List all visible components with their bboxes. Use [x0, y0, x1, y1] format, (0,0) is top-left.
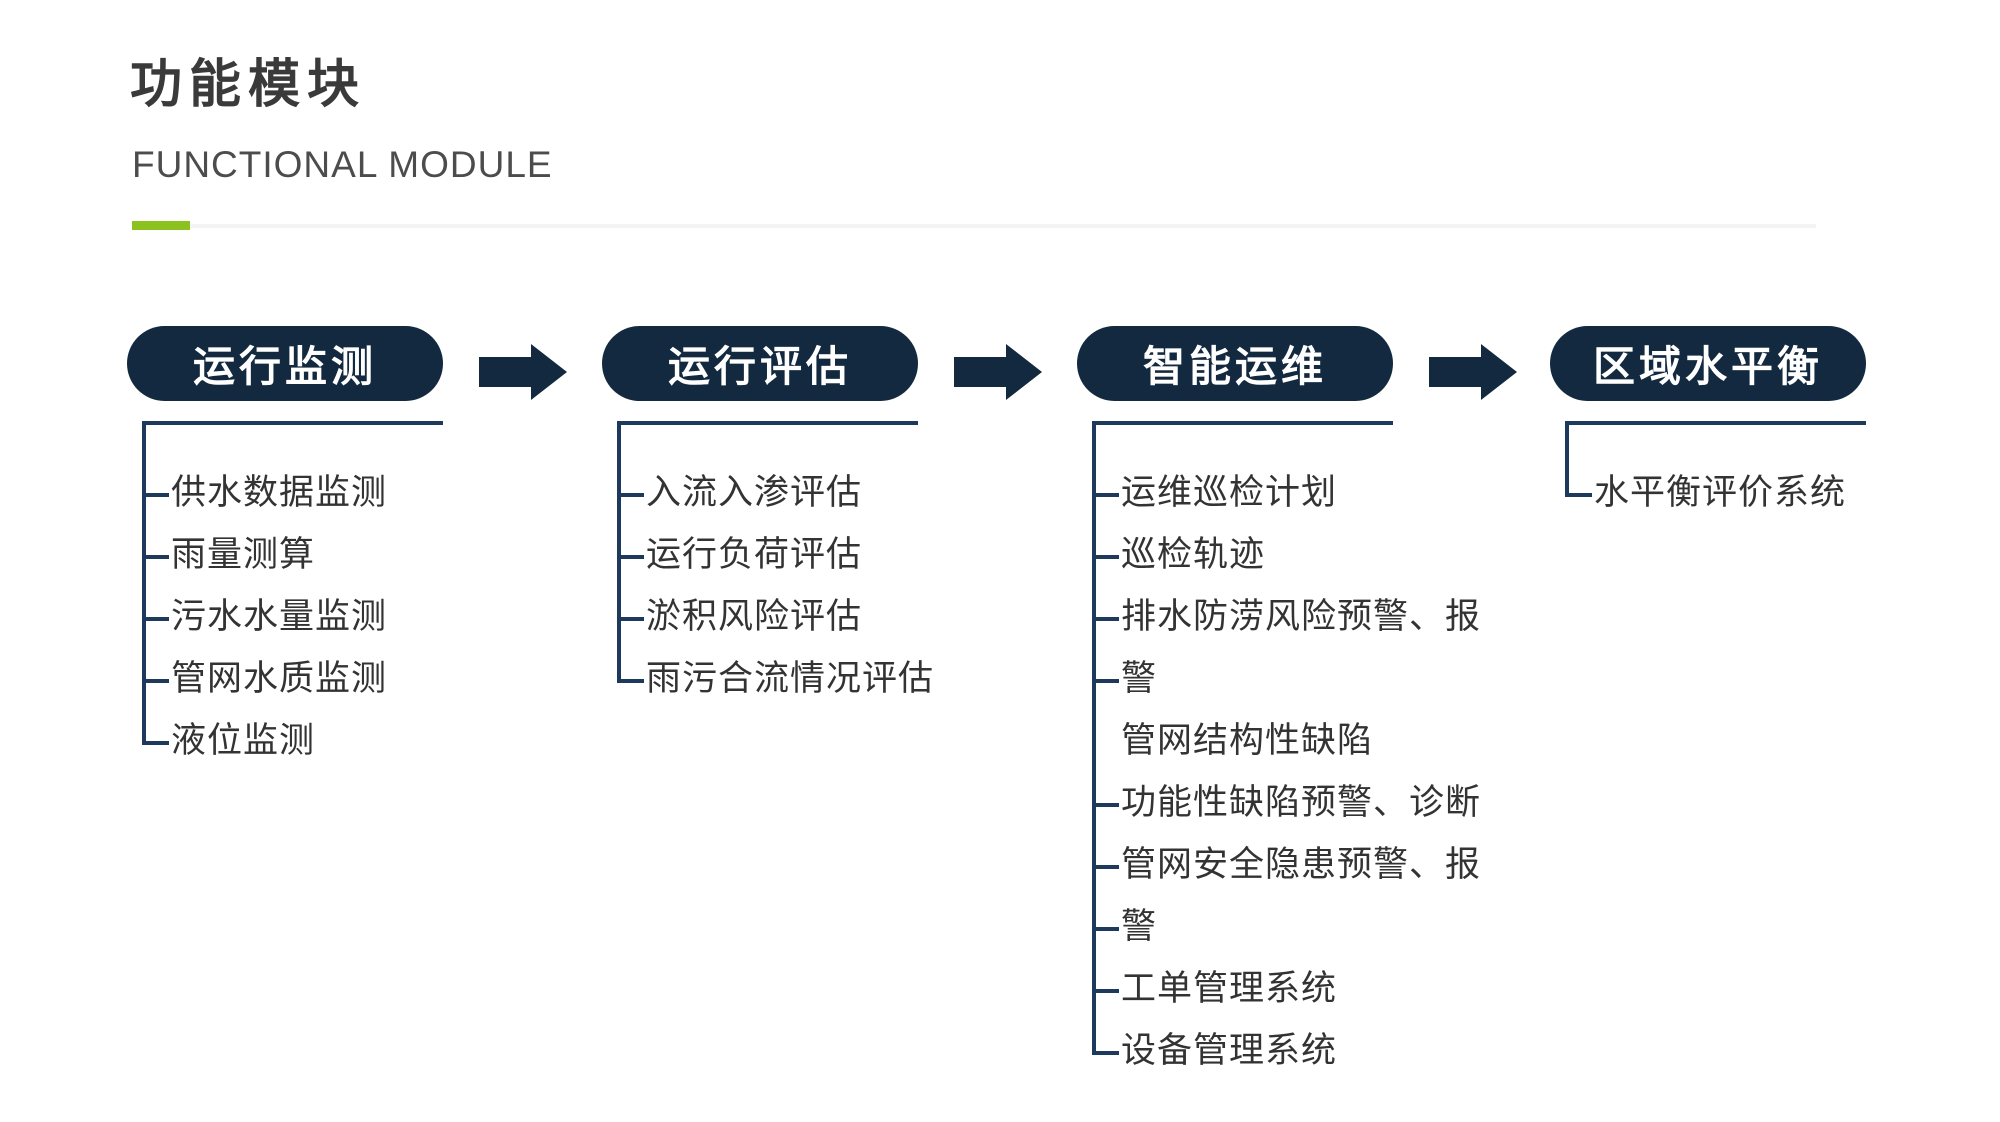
module-tree-3: 运维巡检计划巡检轨迹排水防涝风险预警、报警管网结构性缺陷功能性缺陷预警、诊断管网…	[1077, 421, 1480, 1097]
tree-item-label: 管网结构性缺陷	[1121, 721, 1374, 760]
tree-vertical-connector	[617, 421, 621, 683]
accent-bar	[132, 221, 190, 230]
flow-arrow-shaft	[479, 357, 531, 387]
page-subtitle: FUNCTIONAL MODULE	[132, 144, 553, 185]
tree-top-connector	[617, 421, 918, 425]
tree-branch-tick	[1092, 927, 1119, 931]
tree-branch-tick	[1092, 617, 1119, 621]
flow-arrow-icon	[954, 344, 1042, 400]
tree-item-label: 警	[1121, 907, 1158, 946]
flow-arrow-icon	[1429, 344, 1517, 400]
flow-arrow-head	[1006, 344, 1042, 400]
tree-branch-tick	[617, 617, 644, 621]
tree-branch-tick	[617, 679, 644, 683]
tree-top-connector	[142, 421, 443, 425]
tree-item-label: 排水防涝风险预警、报	[1121, 597, 1482, 636]
tree-top-connector	[1565, 421, 1866, 425]
module-tree-4: 水平衡评价系统	[1550, 421, 1866, 539]
flow-arrow-shaft	[954, 357, 1006, 387]
tree-item-label: 供水数据监测	[171, 473, 388, 512]
module-pill-1: 运行监测	[127, 326, 443, 401]
section-divider	[132, 221, 1816, 230]
tree-branch-tick	[1092, 989, 1119, 993]
tree-branch-tick	[617, 555, 644, 559]
tree-item-label: 入流入渗评估	[646, 473, 863, 512]
tree-branch-tick	[142, 555, 169, 559]
tree-item-label: 雨量测算	[171, 535, 316, 574]
tree-branch-tick	[142, 617, 169, 621]
tree-vertical-connector	[142, 421, 146, 745]
flow-arrow-head	[1481, 344, 1517, 400]
tree-item-label: 巡检轨迹	[1121, 535, 1266, 574]
flow-arrow-icon	[479, 344, 567, 400]
tree-item-label: 管网安全隐患预警、报	[1121, 845, 1482, 884]
tree-item-label: 雨污合流情况评估	[646, 659, 935, 698]
tree-branch-tick	[1092, 555, 1119, 559]
tree-item-label: 功能性缺陷预警、诊断	[1121, 783, 1482, 822]
tree-branch-tick	[1092, 679, 1119, 683]
tree-branch-tick	[1092, 803, 1119, 807]
tree-branch-tick	[142, 679, 169, 683]
tree-item-label: 运行负荷评估	[646, 535, 863, 574]
flow-arrow-shaft	[1429, 357, 1481, 387]
module-tree-1: 供水数据监测雨量测算污水水量监测管网水质监测液位监测	[127, 421, 443, 787]
tree-branch-tick	[1092, 493, 1119, 497]
tree-branch-tick	[1092, 1051, 1119, 1055]
flow-arrow-head	[531, 344, 567, 400]
tree-branch-tick	[142, 493, 169, 497]
tree-branch-tick	[1092, 865, 1119, 869]
tree-item-label: 液位监测	[171, 721, 316, 760]
tree-item-label: 设备管理系统	[1121, 1031, 1338, 1070]
module-pill-2: 运行评估	[602, 326, 918, 401]
tree-item-label: 污水水量监测	[171, 597, 388, 636]
module-tree-2: 入流入渗评估运行负荷评估淤积风险评估雨污合流情况评估	[602, 421, 933, 725]
tree-item-label: 运维巡检计划	[1121, 473, 1338, 512]
tree-item-label: 警	[1121, 659, 1158, 698]
tree-item-label: 工单管理系统	[1121, 969, 1338, 1008]
tree-top-connector	[1092, 421, 1393, 425]
page-title: 功能模块	[130, 56, 367, 114]
module-pill-4: 区域水平衡	[1550, 326, 1866, 401]
module-pill-3: 智能运维	[1077, 326, 1393, 401]
tree-branch-tick	[1565, 493, 1592, 497]
tree-item-label: 水平衡评价系统	[1594, 473, 1847, 512]
tree-branch-tick	[617, 493, 644, 497]
tree-vertical-connector	[1565, 421, 1569, 497]
tree-item-label: 淤积风险评估	[646, 597, 863, 636]
tree-vertical-connector	[1092, 421, 1096, 1055]
tree-item-label: 管网水质监测	[171, 659, 388, 698]
tree-branch-tick	[142, 741, 169, 745]
